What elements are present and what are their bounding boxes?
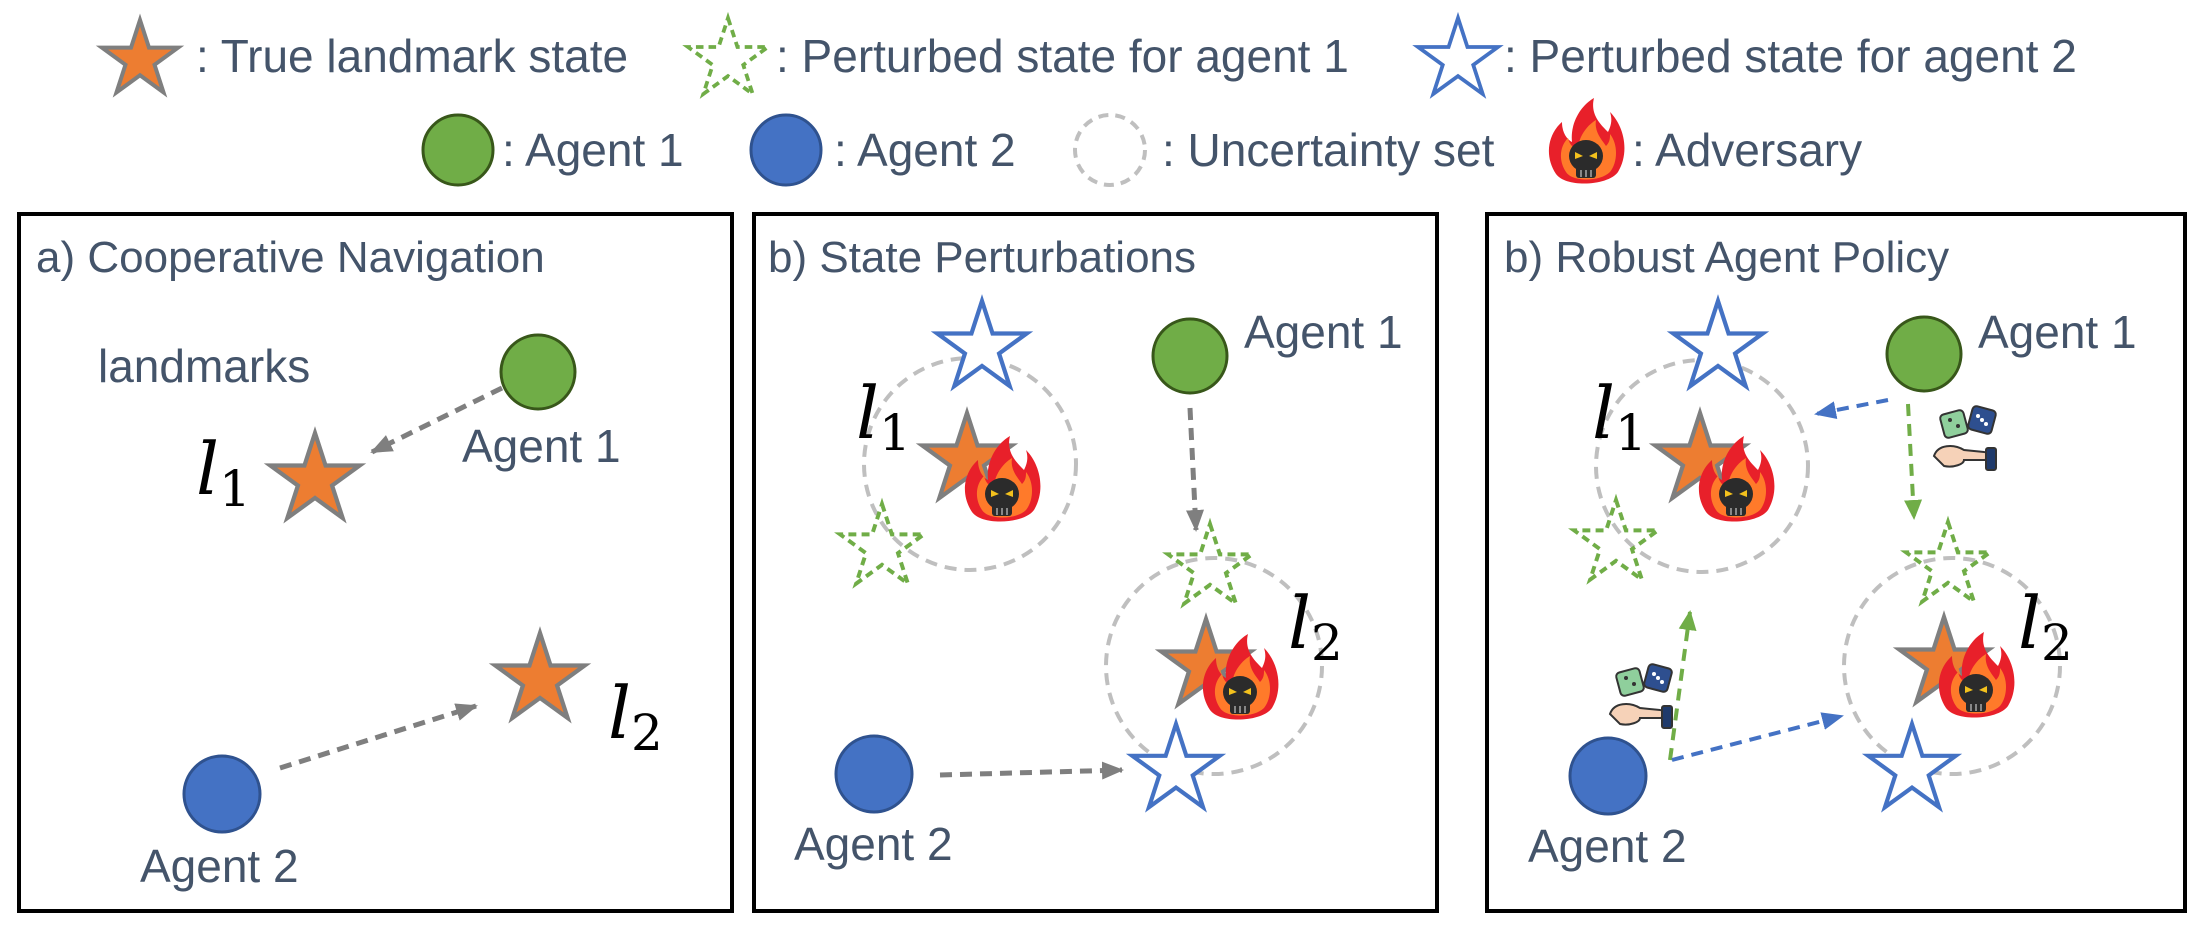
panel-a-title: a) Cooperative Navigation <box>36 233 545 282</box>
agent1-circle-icon <box>1151 317 1229 395</box>
dice-hand-icon <box>1609 662 1674 729</box>
agent1-label: Agent 1 <box>1244 306 1403 358</box>
landmark1-label: l1 <box>856 371 911 462</box>
perturbed-agent1-star-icon <box>1168 524 1252 604</box>
agent2-move-arrow <box>1668 610 1697 761</box>
dice-hand-icon <box>1933 404 1998 471</box>
uncertainty-set-2 <box>1104 556 1324 776</box>
agent1-circle-icon <box>421 113 495 187</box>
agent2-circle-icon <box>182 754 262 834</box>
agent1-arrow <box>1186 407 1205 532</box>
uncertainty-set-1 <box>1594 358 1810 574</box>
panel-a-frame <box>17 212 734 913</box>
agent2-label: Agent 2 <box>1528 820 1687 872</box>
landmark1-star-icon <box>270 433 359 518</box>
panel-state-perturbations: b) State Perturbations l1 Agent 1 l2 Age… <box>752 212 1439 913</box>
panel-c-title: b) Robust Agent Policy <box>1504 233 1949 282</box>
agent1-move-arrow <box>1904 403 1923 520</box>
agent2-circle-icon <box>1568 736 1648 816</box>
landmark1-label: l1 <box>1592 371 1647 462</box>
agent1-circle-icon <box>499 333 577 411</box>
uncertainty-set-2 <box>1842 556 2062 776</box>
agent2-arrow <box>939 761 1124 780</box>
perturbed-agent1-star-icon <box>1574 500 1658 580</box>
agent2-arrow <box>279 703 478 771</box>
legend-uncertainty: : Uncertainty set <box>1162 124 1495 176</box>
agent1-label: Agent 1 <box>1978 306 2137 358</box>
agent2-label: Agent 2 <box>794 818 953 870</box>
agent2-circle-icon <box>749 113 823 187</box>
landmark2-label: l2 <box>608 671 663 762</box>
agent1-arrow <box>370 385 504 455</box>
landmark2-label: l2 <box>1288 581 1343 672</box>
panel-b-title: b) State Perturbations <box>768 233 1196 282</box>
perturbed-agent1-star-icon <box>688 18 768 94</box>
uncertainty-set-1 <box>862 356 1078 572</box>
agent1-circle-icon <box>1885 315 1963 393</box>
true-landmark-star-icon <box>102 20 178 92</box>
agent2-label: Agent 2 <box>140 840 299 892</box>
landmark2-star-icon <box>495 633 584 718</box>
landmarks-label: landmarks <box>98 340 310 392</box>
agent2-circle-icon <box>834 734 914 814</box>
legend-true-landmark: : True landmark state <box>196 30 628 82</box>
perturbed-agent2-star-icon <box>1132 724 1220 807</box>
agent1-label: Agent 1 <box>462 420 621 472</box>
agent2-avoid-arrow <box>1671 712 1844 762</box>
perturbed-agent2-star-icon <box>937 301 1026 386</box>
uncertainty-set-icon <box>1073 113 1147 187</box>
panel-robust-agent-policy: b) Robust Agent Policy l1 Agent 1 l2 Age… <box>1485 212 2187 913</box>
adversary-flame-icon <box>1547 97 1626 185</box>
legend-agent2: : Agent 2 <box>834 124 1016 176</box>
legend-perturbed-agent1: : Perturbed state for agent 1 <box>776 30 1349 82</box>
panel-b-frame <box>752 212 1439 913</box>
perturbed-agent2-star-icon <box>1418 18 1498 94</box>
perturbed-agent1-star-icon <box>840 504 924 584</box>
legend-perturbed-agent2: : Perturbed state for agent 2 <box>1504 30 2077 82</box>
legend-agent1: : Agent 1 <box>502 124 684 176</box>
panel-c-frame <box>1485 212 2187 913</box>
perturbed-agent1-star-icon <box>1906 522 1990 602</box>
perturbed-agent2-star-icon <box>1868 724 1956 807</box>
legend: : True landmark state : Perturbed state … <box>102 18 2077 187</box>
landmark1-label: l1 <box>196 427 251 518</box>
legend-adversary: : Adversary <box>1632 124 1862 176</box>
landmark2-label: l2 <box>2018 581 2073 672</box>
panel-cooperative-navigation: a) Cooperative Navigation landmarks Agen… <box>17 212 734 913</box>
agent1-avoid-arrow <box>1814 398 1889 420</box>
